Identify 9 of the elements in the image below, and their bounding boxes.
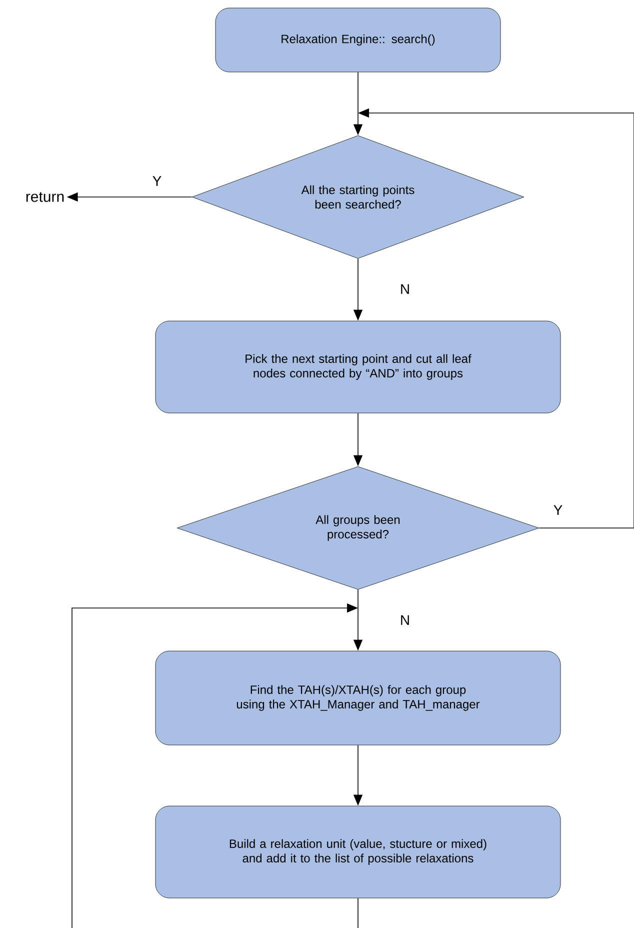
edge-label: Y	[151, 175, 163, 187]
terminal-text: return	[26, 192, 64, 202]
process-box: Relaxation Engine:: search()	[215, 8, 501, 72]
process-box: Find the TAH(s)/XTAH(s) for each group using the XTAH_Manager and TAH_manager	[155, 650, 561, 746]
edge-label: N	[398, 614, 412, 626]
edge-label: Y	[552, 504, 564, 516]
edge-label: N	[398, 283, 412, 295]
process-box: Pick the next starting point and cut all leaf nodes connected by “AND” into groups	[155, 320, 561, 414]
process-box: Build a relaxation unit (value, stucture or mixed) and add it to the list of possible relaxations	[155, 806, 561, 898]
